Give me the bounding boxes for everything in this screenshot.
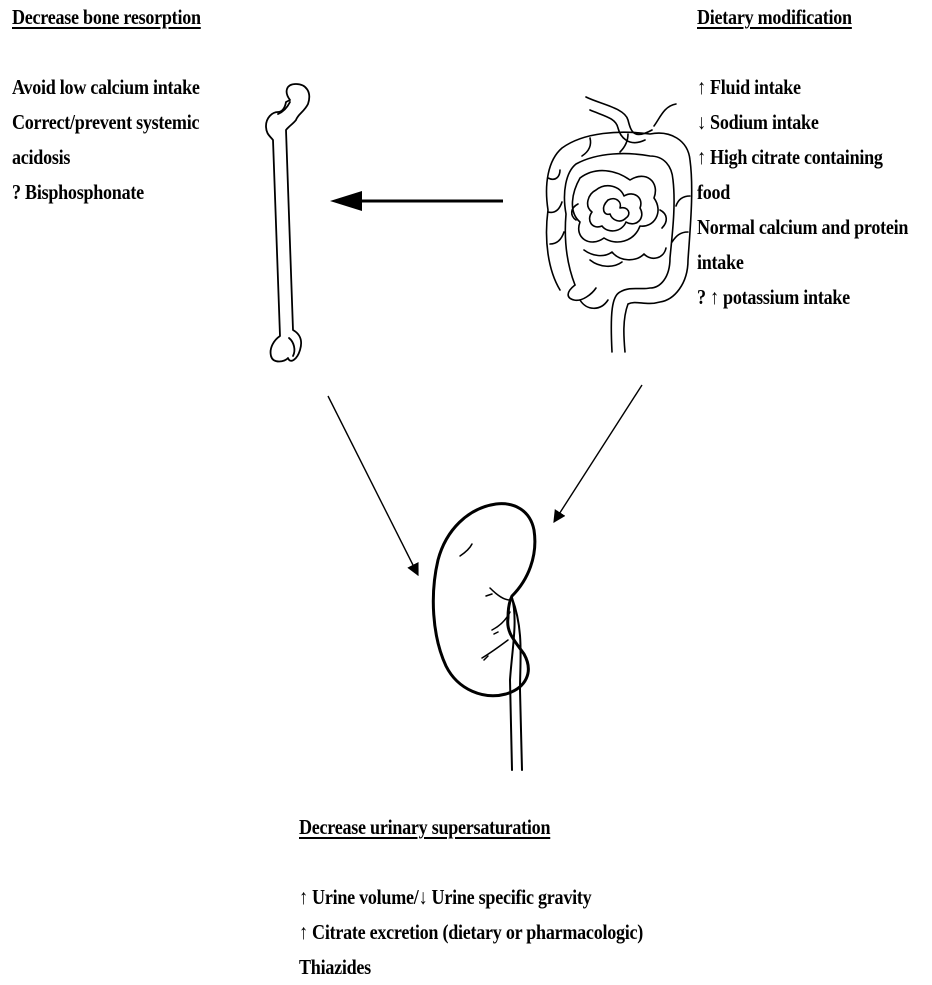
urinary-supersaturation-panel: Decrease urinary supersaturation ↑ Urine… — [299, 810, 643, 985]
diet-spacer — [697, 35, 908, 70]
urinary-supersaturation-heading: Decrease urinary supersaturation — [299, 810, 643, 845]
bone-line: Avoid low calcium intake — [12, 70, 201, 105]
bone-spacer — [12, 35, 201, 70]
dietary-modification-heading: Dietary modification — [697, 0, 908, 35]
arrow-bone-to-kidney — [328, 396, 418, 575]
femur-bone-icon — [266, 84, 309, 362]
diet-line: ↓ Sodium intake — [697, 105, 908, 140]
intestines-icon — [547, 97, 692, 352]
urine-line: ↑ Citrate excretion (dietary or pharmaco… — [299, 915, 643, 950]
arrow-diet-to-kidney — [554, 385, 642, 522]
bone-line: Correct/prevent systemic — [12, 105, 201, 140]
diet-line: ? ↑ potassium intake — [697, 280, 908, 315]
urine-line: Thiazides — [299, 950, 643, 985]
kidney-icon — [433, 504, 535, 770]
diet-line: Normal calcium and protein — [697, 210, 908, 245]
diet-line: ↑ High citrate containing — [697, 140, 908, 175]
bone-resorption-panel: Decrease bone resorption Avoid low calci… — [12, 0, 201, 210]
bone-line: acidosis — [12, 140, 201, 175]
urine-spacer — [299, 845, 643, 880]
diet-line: ↑ Fluid intake — [697, 70, 908, 105]
dietary-modification-panel: Dietary modification ↑ Fluid intake ↓ So… — [697, 0, 908, 315]
arrowhead-diet-to-bone — [330, 191, 362, 211]
urine-line: ↑ Urine volume/↓ Urine specific gravity — [299, 880, 643, 915]
arrows — [328, 191, 642, 575]
diet-line: food — [697, 175, 908, 210]
bone-resorption-heading: Decrease bone resorption — [12, 0, 201, 35]
bone-line: ? Bisphosphonate — [12, 175, 201, 210]
diet-line: intake — [697, 245, 908, 280]
